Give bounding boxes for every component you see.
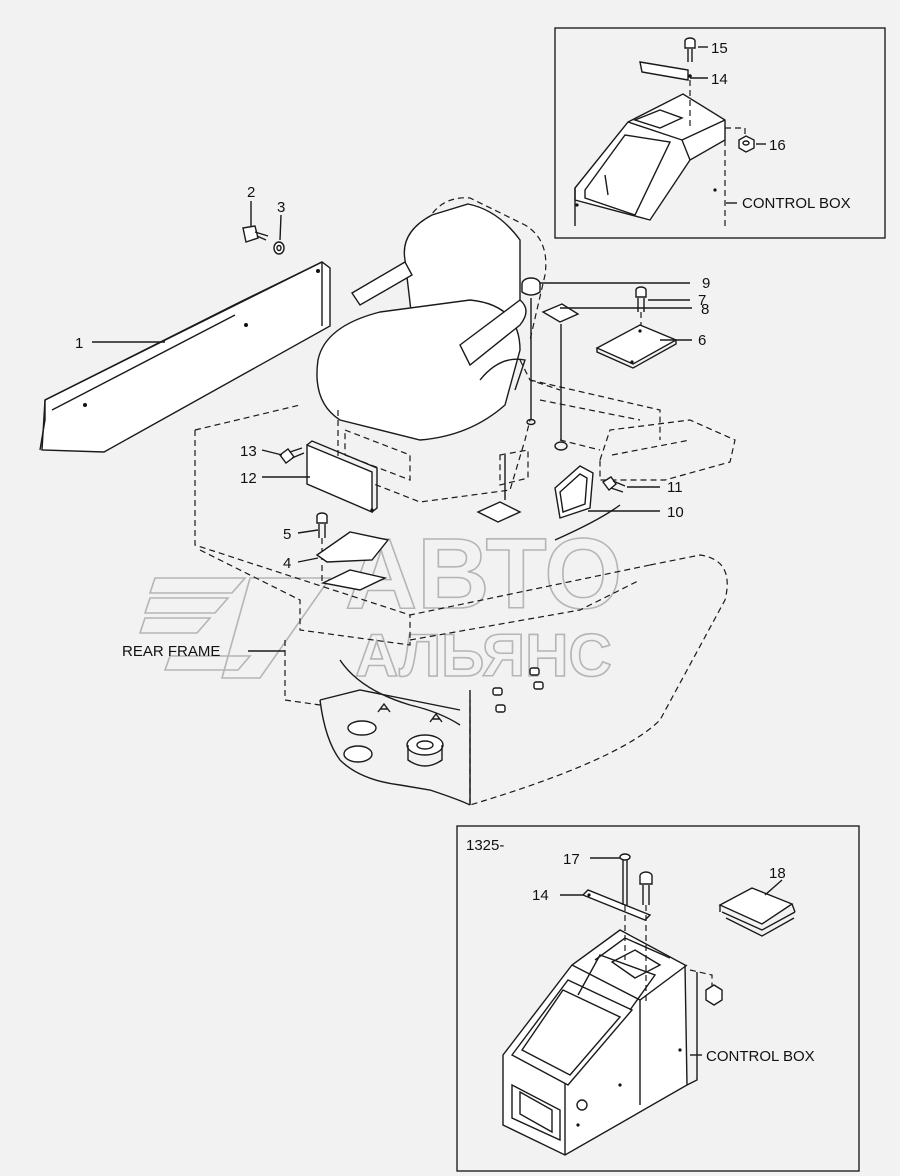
inset-serial-label: 1325- — [466, 837, 504, 854]
plate-4-part — [315, 531, 390, 591]
watermark-logo-icon — [138, 577, 332, 679]
callout-14: 14 — [711, 71, 728, 88]
callout-4: 4 — [283, 555, 291, 572]
callout-12: 12 — [240, 470, 257, 487]
operator-seat — [316, 197, 547, 503]
callout-16: 16 — [769, 137, 786, 154]
rear-frame-structure — [319, 455, 621, 806]
callout-8: 8 — [701, 301, 709, 318]
callout-1: 1 — [75, 335, 83, 352]
callout-14b: 14 — [532, 887, 549, 904]
main-assembly — [39, 197, 736, 806]
bolt-7-part — [635, 286, 647, 326]
rear-frame-outline — [194, 359, 736, 806]
callout-3: 3 — [277, 199, 285, 216]
callout-10: 10 — [667, 504, 684, 521]
rear-frame-label: REAR FRAME — [122, 643, 220, 660]
control-box-inset-bottom: 1325- 17 14 1 — [456, 825, 860, 1172]
plate-8-part — [541, 303, 580, 451]
watermark-line2: АЛЬЯНС — [355, 622, 612, 689]
cover-10-part — [554, 465, 594, 519]
callout-labels-main: 1 2 3 4 5 6 7 8 9 10 11 12 13 REAR FRAME — [75, 184, 710, 660]
bolt-13-part — [279, 447, 305, 464]
callout-5: 5 — [283, 526, 291, 543]
control-box-label-bottom: CONTROL BOX — [706, 1048, 815, 1065]
callout-6: 6 — [698, 332, 706, 349]
plate-10b — [476, 501, 522, 523]
callout-9: 9 — [702, 275, 710, 292]
watermark-line1: АВТО — [345, 518, 622, 630]
cover-plate-6-part — [595, 324, 678, 369]
side-panel-part — [39, 261, 331, 453]
leader-lines-main — [92, 201, 692, 652]
callout-18: 18 — [769, 865, 786, 882]
cover-12-part — [306, 440, 378, 514]
watermark: АВТО АЛЬЯНС — [138, 517, 623, 690]
bolt-11-part — [601, 476, 626, 493]
callout-2: 2 — [247, 184, 255, 201]
control-box-inset-top: 15 14 16 CONTROL BOX — [554, 27, 886, 239]
bolt-2-part — [242, 225, 269, 243]
bolt-5-part — [316, 512, 328, 560]
callout-15: 15 — [711, 40, 728, 57]
callout-13: 13 — [240, 443, 257, 460]
control-box-label-top: CONTROL BOX — [742, 195, 851, 212]
knob-9-part — [521, 277, 541, 426]
callout-7: 7 — [698, 292, 706, 309]
callout-17: 17 — [563, 851, 580, 868]
callout-11: 11 — [667, 479, 683, 496]
washer-3-part — [273, 241, 285, 255]
